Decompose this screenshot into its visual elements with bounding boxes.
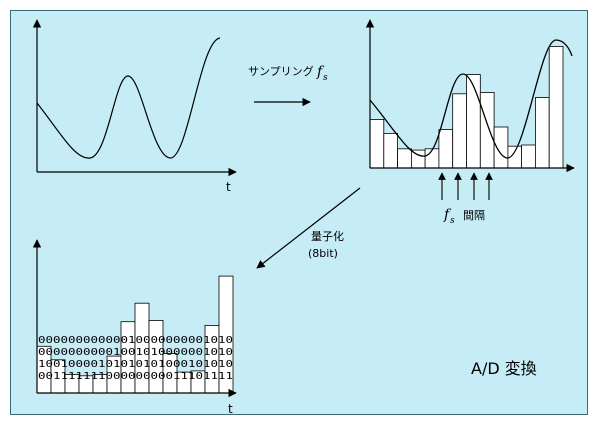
sampled-bars-bar (383, 132, 398, 169)
sampled-plot: f s 間隔 (365, 19, 575, 226)
quantize-step: 量子化 (8bit) (256, 187, 361, 269)
diagram-panel (10, 10, 588, 415)
analog-waveform (36, 37, 221, 159)
sampled-bars-bar (397, 148, 412, 169)
quantized-bars (36, 275, 234, 394)
sampled-bars-bar (466, 74, 481, 169)
quantized-t-label: t (228, 402, 233, 416)
sampled-bars-bar (479, 92, 495, 169)
interval-arrows (438, 172, 493, 200)
sampling-fs-f: f (316, 64, 325, 80)
quantized-plot: 0000000000001000000000101000000000001001… (32, 239, 237, 416)
binary-codes: 0000000000001000000000101000000000001001… (38, 335, 233, 382)
sampled-bars-bar (548, 46, 564, 169)
sampled-bars-bar (521, 144, 536, 169)
sampling-label: サンプリング (248, 64, 314, 78)
sampled-bars-bar (535, 97, 550, 169)
quantize-label: 量子化 (311, 229, 344, 243)
sampled-bars-bar (369, 119, 385, 169)
binary-row: 00000000001001010000001010 (38, 347, 233, 358)
quantize-arrow (256, 187, 361, 269)
sampled-bars-bar (424, 148, 440, 169)
interval-fs-f: f (443, 207, 452, 223)
binary-row: 00111111100000000011101111 (38, 371, 233, 382)
sampled-waveform (369, 39, 573, 159)
interval-fs-sub: s (450, 216, 455, 226)
sampled-bars-bar (438, 129, 454, 169)
quantize-bits: (8bit) (308, 247, 338, 260)
analog-t-label: t (226, 180, 231, 194)
sampled-bars (369, 46, 564, 169)
binary-row: 00000000000010000000001010 (38, 335, 233, 346)
sampling-fs-sub: s (323, 73, 328, 83)
sampling-step: サンプリング f s (248, 64, 328, 107)
interval-label: 間隔 (463, 209, 485, 222)
ad-conversion-title: A/D 変換 (471, 359, 537, 378)
binary-row: 10010000101010101000101010 (38, 359, 233, 370)
sampled-bars-bar (452, 93, 467, 169)
analog-plot: t (32, 19, 237, 194)
